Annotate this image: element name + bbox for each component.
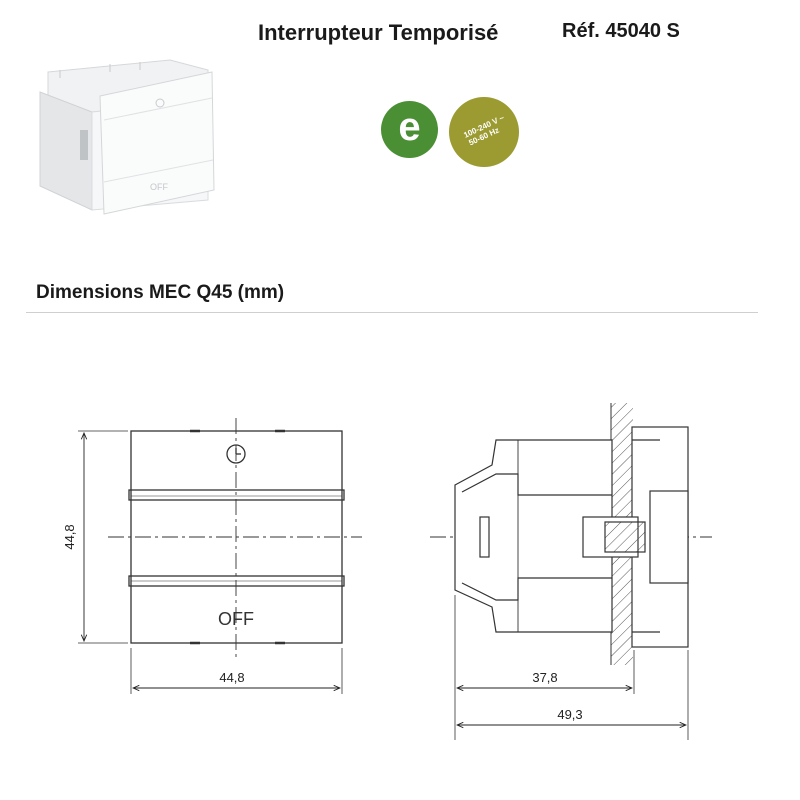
voltage-badge: 100-240 V ~ 50-60 Hz — [449, 97, 519, 167]
svg-text:OFF: OFF — [150, 182, 168, 192]
front-height-dimension: 44,8 — [62, 524, 77, 549]
side-inner-depth-dimension: 37,8 — [532, 670, 557, 685]
side-view — [454, 403, 689, 665]
dimensions-heading: Dimensions MEC Q45 (mm) — [36, 282, 285, 303]
product-reference: Réf. 45040 S — [562, 20, 680, 42]
side-total-depth-dimension: 49,3 — [557, 707, 582, 722]
product-title: Interrupteur Temporisé — [258, 20, 499, 45]
eco-badge: e — [381, 101, 438, 158]
section-divider — [26, 312, 758, 313]
eco-badge-letter: e — [398, 105, 421, 149]
front-width-dimension: 44,8 — [219, 670, 244, 685]
